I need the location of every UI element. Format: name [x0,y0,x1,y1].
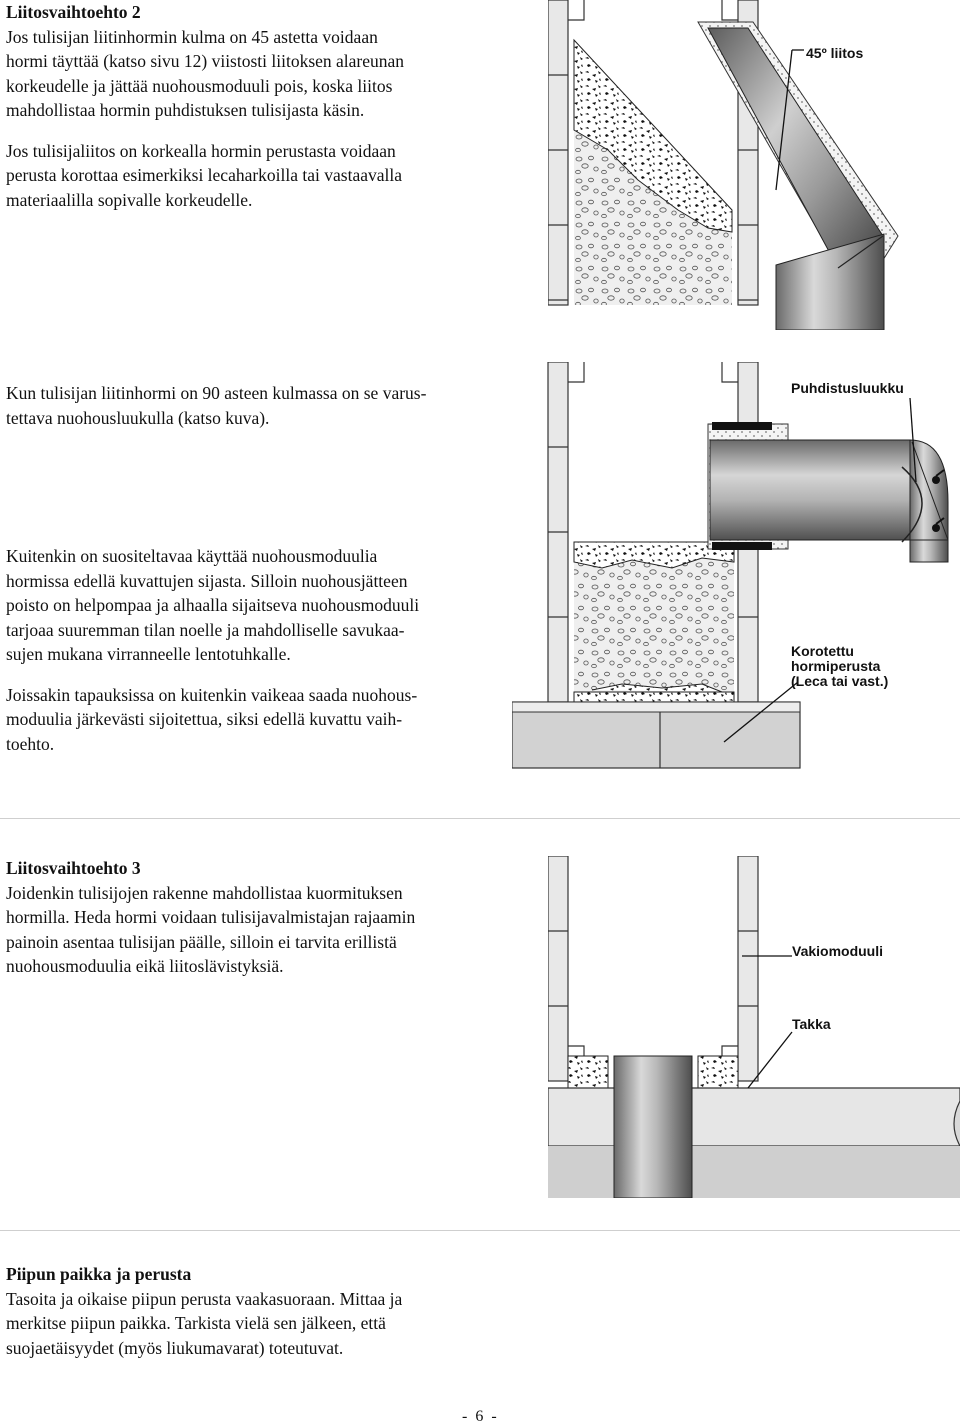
text-line: korkeudelle ja jättää nuohousmoduuli poi… [6,75,393,96]
page-number: - 6 - [462,1408,499,1425]
text-line: hormissa edellä kuvattujen sijasta. Sill… [6,570,408,591]
text-line: toehto. [6,733,55,754]
section-title-option3: Liitosvaihtoehto 3 [6,858,141,878]
figure-90-degree-connection [512,362,949,769]
section-title-foundation: Piipun paikka ja perusta [6,1264,192,1284]
callout-line: Korotettu [791,643,854,659]
text-line: hormilla. Heda hormi voidaan tulisijaval… [6,907,416,927]
option2-text-block: Liitosvaihtoehto 2 Jos tulisijan liitinh… [6,0,486,212]
option3-text-block: Liitosvaihtoehto 3 Joidenkin tulisijojen… [6,856,486,979]
text-line: Jos tulisijan liitinhormin kulma on 45 a… [6,26,378,47]
callout-raised-foundation: Korotettu hormiperusta (Leca tai vast.) [791,644,888,689]
text-line: painoin asentaa tulisijan päälle, silloi… [6,931,397,952]
text-line: mahdollistaa hormin puhdistuksen tulisij… [6,100,365,120]
divider [0,1230,960,1231]
figure-chimney-on-fireplace [548,856,960,1198]
text-line: Kun tulisijan liitinhormi on 90 asteen k… [6,383,427,403]
option2-recommendation-block: Kuitenkin on suositeltavaa käyttää nuoho… [6,544,486,756]
text-line: materiaalilla sopivalle korkeudelle. [6,189,253,210]
figure-45-degree-connection [548,0,899,330]
callout-cleaning-hatch: Puhdistusluukku [791,380,904,396]
section-title-option2: Liitosvaihtoehto 2 [6,2,141,22]
text-line: Kuitenkin on suositeltavaa käyttää nuoho… [6,546,378,566]
paragraph-difficult-cases: Joissakin tapauksissa on kuitenkin vaike… [6,683,486,757]
divider [0,818,960,819]
text-line: Joidenkin tulisijojen rakenne mahdollist… [6,882,403,903]
text-line: poisto on helpompaa ja alhaalla sijaitse… [6,595,420,615]
text-line: tettava nuohousluukulla (katso kuva). [6,407,270,428]
callout-line: hormiperusta [791,658,881,674]
paragraph-45-degree: Jos tulisijan liitinhormin kulma on 45 a… [6,25,486,123]
text-line: suojaetäisyydet (myös liukumavarat) tote… [6,1337,344,1358]
paragraph-recommendation: Kuitenkin on suositeltavaa käyttää nuoho… [6,544,486,667]
foundation-text-block: Piipun paikka ja perusta Tasoita ja oika… [6,1262,486,1360]
text-line: Jos tulisijaliitos on korkealla hormin p… [6,140,396,161]
text-line: perusta korottaa esimerkiksi lecaharkoil… [6,165,403,185]
paragraph-90-degree: Kun tulisijan liitinhormi on 90 asteen k… [6,381,486,430]
text-line: merkitse piipun paikka. Tarkista vielä s… [6,1313,386,1333]
text-line: moduulia järkevästi sijoitettua, siksi e… [6,709,403,729]
text-line: tarjoaa suuremman tilan noelle ja mahdol… [6,619,405,640]
text-line: nuohousmoduulia eikä liitoslävistyksiä. [6,956,284,976]
callout-line: (Leca tai vast.) [791,673,889,689]
text-line: hormi täyttää (katso sivu 12) viistosti … [6,51,405,71]
callout-standard-module: Vakiomoduuli [792,943,884,959]
callout-45-degree: 45º liitos [806,45,864,61]
text-line: Tasoita ja oikaise piipun perusta vaakas… [6,1288,403,1309]
paragraph-raised-base: Jos tulisijaliitos on korkealla hormin p… [6,139,486,213]
text-line: sujen mukana virranneelle lentotuhkalle. [6,644,291,664]
callout-fireplace: Takka [792,1016,831,1032]
text-line: Joissakin tapauksissa on kuitenkin vaike… [6,684,418,705]
paragraph-load-bearing: Joidenkin tulisijojen rakenne mahdollist… [6,881,486,979]
paragraph-foundation: Tasoita ja oikaise piipun perusta vaakas… [6,1287,486,1361]
